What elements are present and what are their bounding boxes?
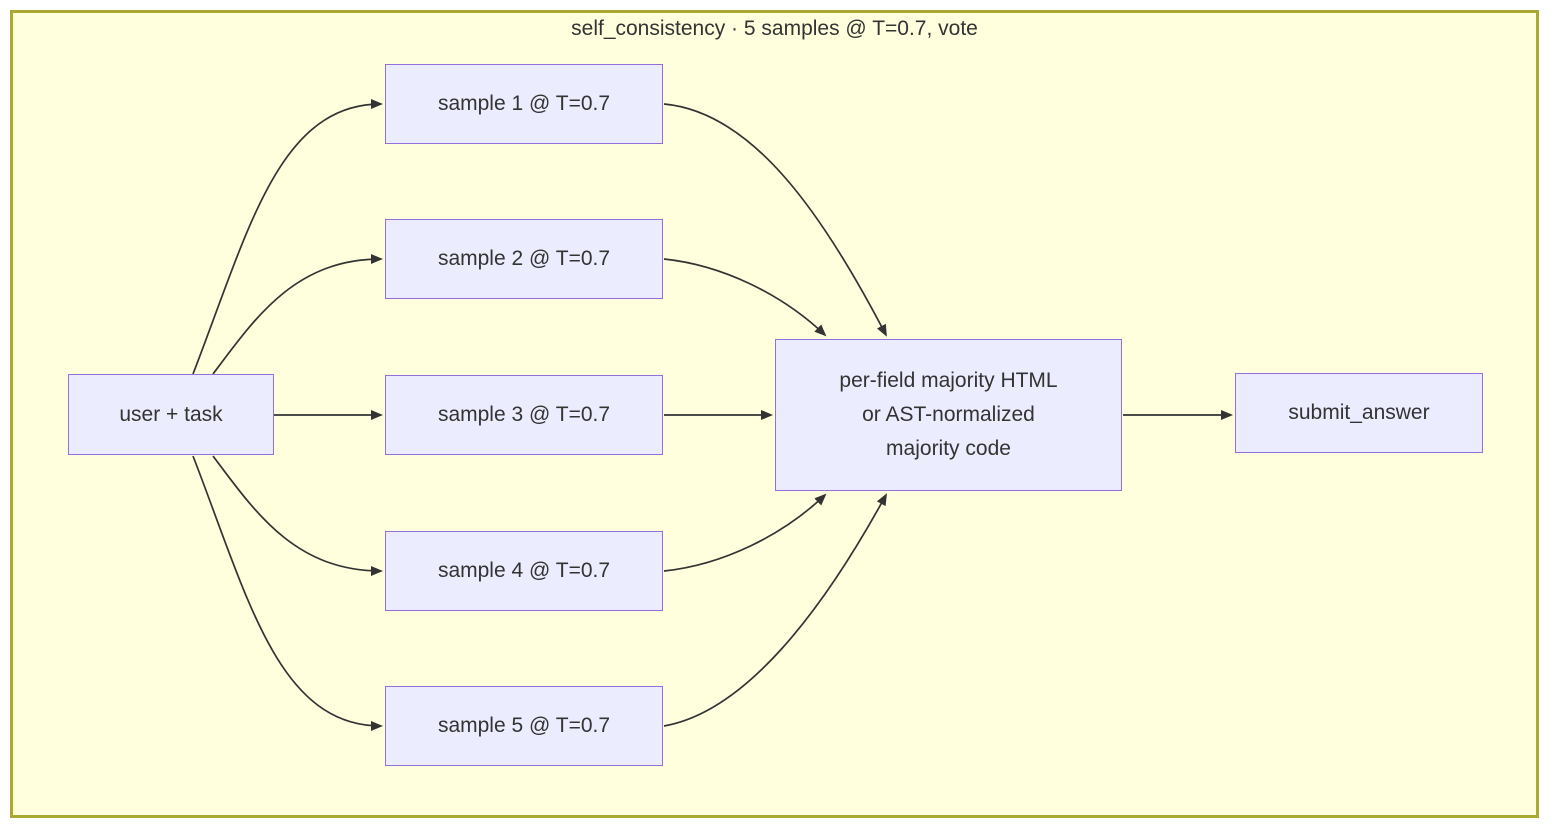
node-sample-5: sample 5 @ T=0.7 [385, 686, 663, 766]
node-sample-5-label: sample 5 @ T=0.7 [437, 714, 611, 737]
edge-user-task-to-sample-4 [212, 455, 383, 576]
node-sample-4-label: sample 4 @ T=0.7 [437, 559, 611, 582]
edge-user-task-to-sample-1 [192, 99, 383, 375]
node-submit-answer: submit_answer [1235, 373, 1483, 453]
edge-sample-1-to-majority [663, 103, 887, 337]
node-sample-1-label: sample 1 @ T=0.7 [437, 92, 611, 115]
node-user-task: user + task [68, 374, 274, 455]
edge-user-task-to-sample-2 [212, 254, 383, 375]
node-sample-2: sample 2 @ T=0.7 [385, 219, 663, 299]
edge-sample-2-to-majority [663, 258, 827, 337]
node-majority-line-2: or AST-normalized [862, 403, 1035, 426]
node-majority-line-1: per-field majority HTML [839, 369, 1058, 392]
edge-user-task-to-sample-5 [192, 455, 383, 731]
node-majority: per-field majority HTML or AST-normalize… [775, 339, 1122, 491]
diagram-title: self_consistency · 5 samples @ T=0.7, vo… [571, 17, 978, 40]
edge-sample-5-to-majority [663, 493, 887, 727]
node-majority-line-3: majority code [886, 437, 1011, 460]
edge-sample-4-to-majority [663, 493, 827, 572]
node-sample-1: sample 1 @ T=0.7 [385, 64, 663, 144]
node-sample-3-label: sample 3 @ T=0.7 [437, 403, 611, 426]
node-submit-answer-label: submit_answer [1288, 401, 1430, 424]
node-user-task-label: user + task [119, 402, 223, 426]
node-sample-2-label: sample 2 @ T=0.7 [437, 247, 611, 270]
node-sample-4: sample 4 @ T=0.7 [385, 531, 663, 611]
node-sample-3: sample 3 @ T=0.7 [385, 375, 663, 455]
